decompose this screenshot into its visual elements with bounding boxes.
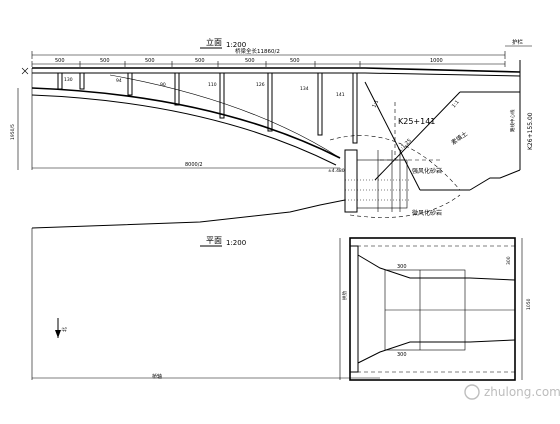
wing-wall-top bbox=[357, 254, 516, 281]
watermark: zhulong.com bbox=[464, 384, 560, 400]
slope-line-2 bbox=[374, 91, 461, 181]
plan-view: 平面 1:200 桥轴 北 300 300 300 1050 拱肋 bbox=[31, 228, 532, 381]
excavation-arc bbox=[329, 135, 461, 191]
bottom-note: 桥轴 bbox=[152, 373, 162, 380]
north-arrow-icon bbox=[55, 318, 61, 338]
spandrel-label-6: 134 bbox=[300, 86, 309, 92]
span-label-4: 500 bbox=[195, 58, 205, 64]
plan-dim-right-2: 1050 bbox=[526, 298, 532, 310]
span-label-6: 500 bbox=[290, 58, 300, 64]
spandrel-label-3: 90 bbox=[160, 82, 166, 88]
spandrel-label-4: 110 bbox=[208, 82, 217, 88]
spandrel-column bbox=[352, 72, 358, 144]
wing-wall-bottom bbox=[357, 339, 516, 364]
abutment bbox=[344, 149, 410, 213]
arch-rib-intrados bbox=[109, 74, 341, 159]
left-note: 拱肋 bbox=[341, 291, 348, 300]
spandrel-label-7: 141 bbox=[336, 92, 345, 98]
spandrel-column bbox=[127, 72, 133, 96]
north-label: 北 bbox=[61, 327, 68, 332]
arch-rib-lower bbox=[31, 94, 337, 166]
abutment-wall bbox=[344, 149, 358, 213]
elevation-mark: ±4.480 bbox=[328, 168, 345, 174]
spandrel-label-5: 126 bbox=[256, 82, 265, 88]
spandrel-column bbox=[174, 72, 180, 106]
approach-deck bbox=[364, 67, 521, 73]
span-label-3: 500 bbox=[145, 58, 155, 64]
right-note: 路线中心线 bbox=[509, 109, 516, 132]
watermark-text: zhulong.com bbox=[484, 385, 560, 399]
abutment-plan-outline bbox=[349, 237, 516, 381]
ground-right bbox=[469, 169, 521, 191]
spandrel-label-2: 94 bbox=[116, 78, 122, 84]
guardrail-label: 护栏 bbox=[512, 38, 524, 46]
plan-dim-right-1: 300 bbox=[506, 256, 512, 265]
half-span-label: 8000/2 bbox=[185, 162, 203, 168]
ground-line bbox=[31, 199, 346, 229]
span-label-2: 500 bbox=[100, 58, 110, 64]
spandrel-column bbox=[267, 72, 273, 132]
elevation-view: 立面 1:200 桥梁全长11860/2 护栏 500 500 500 500 … bbox=[10, 37, 534, 229]
spandrel-label-1: 130 bbox=[64, 77, 73, 83]
spandrel-column bbox=[317, 72, 323, 136]
watermark-logo-icon bbox=[464, 384, 480, 400]
plan-scale: 1:200 bbox=[226, 239, 246, 247]
plan-title: 平面 bbox=[206, 236, 222, 245]
elevation-scale: 1:200 bbox=[226, 41, 246, 49]
soil-fill-label: 素填土 bbox=[450, 130, 469, 147]
slope-line-1 bbox=[364, 81, 421, 191]
plan-dim-left: 300 bbox=[397, 264, 407, 270]
spandrel-columns bbox=[57, 72, 358, 144]
span-label-7: 1000 bbox=[430, 58, 443, 64]
elevation-title: 立面 bbox=[206, 37, 222, 47]
span-label-5: 500 bbox=[245, 58, 255, 64]
arch-rib-upper bbox=[31, 87, 341, 159]
rise-label: 1950/5 bbox=[10, 124, 16, 140]
spandrel-column bbox=[219, 72, 225, 119]
slope-label-1: 1:1 bbox=[371, 99, 380, 109]
rock-layer-2-label: 微风化砂岩 bbox=[412, 209, 442, 217]
spandrel-column bbox=[79, 72, 85, 90]
span-label-1: 500 bbox=[55, 58, 65, 64]
slope-label-3: 1:1 bbox=[451, 99, 461, 109]
plan-dim-mid: 300 bbox=[397, 352, 407, 358]
total-length-label: 桥梁全长11860/2 bbox=[235, 47, 280, 55]
spandrel-column bbox=[57, 72, 63, 90]
station-right: K26+155.00 bbox=[527, 112, 534, 150]
station-main: K25+141 bbox=[398, 117, 435, 126]
front-wall bbox=[349, 245, 359, 373]
span-ticks bbox=[31, 61, 506, 67]
slope-label-2: 1:1.25 bbox=[397, 138, 413, 154]
rock-layer-1-label: 强风化砂岩 bbox=[412, 167, 442, 175]
